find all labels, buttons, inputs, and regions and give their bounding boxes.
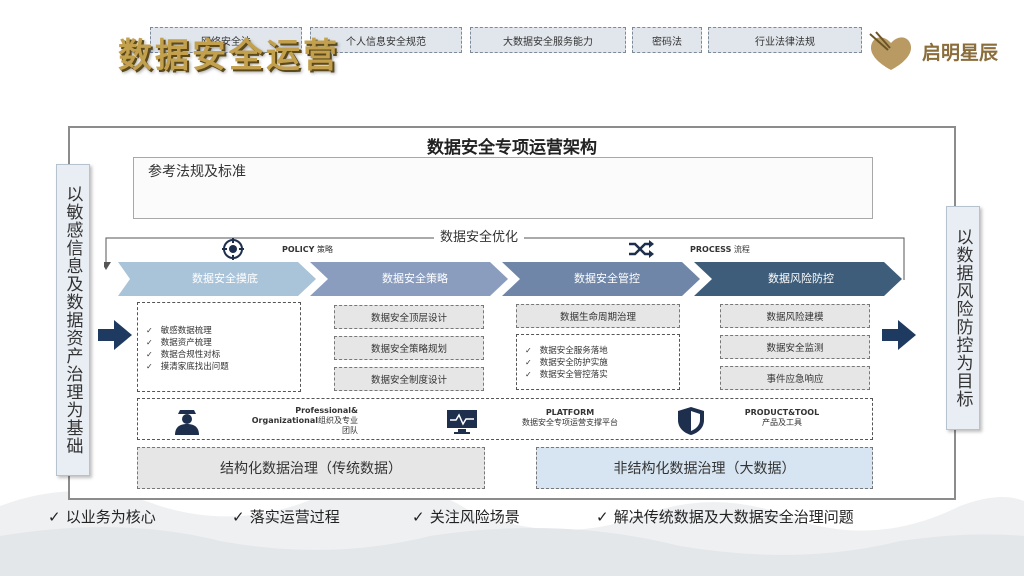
company-logo: 启明星辰: [866, 30, 998, 72]
left-arrow-icon: [98, 320, 132, 350]
logo-text: 启明星辰: [922, 41, 999, 64]
optimization-label: 数据安全优化: [434, 226, 525, 245]
footer-point: 以业务为核心: [48, 506, 156, 527]
control-list: 数据安全服务落地 数据安全防护实施 数据安全管控落实: [525, 345, 608, 381]
team-icon: [175, 410, 199, 435]
unstructured-governance: 非结构化数据治理（大数据）: [536, 447, 873, 489]
support-bar: [137, 398, 873, 440]
regulations-box: 参考法规及标准: [133, 157, 873, 219]
policy-label: POLICY 策略: [282, 245, 333, 254]
footer-point: 落实运营过程: [232, 506, 340, 527]
strategy-item: 数据安全策略规划: [334, 336, 484, 360]
stage-label-1: 数据安全摸底: [192, 272, 258, 285]
list-item: 摸清家底找出问题: [146, 361, 229, 373]
list-item: 数据安全服务落地: [525, 345, 608, 357]
stage-chevrons: [118, 262, 902, 296]
risk-item: 数据安全监测: [720, 335, 870, 359]
list-item: 数据安全管控落实: [525, 369, 608, 381]
product-label: PRODUCT&TOOL 产品及工具: [744, 408, 820, 427]
stage-chevron-4: [694, 262, 902, 296]
page-title: 数据安全运营: [118, 36, 340, 76]
reg-item: 网络安全法: [150, 27, 302, 53]
platform-label: PLATFORM 数据安全专项运营支撑平台: [522, 408, 618, 427]
right-goal-text: 以数据风险防控为目标: [952, 228, 973, 408]
reg-item: 个人信息安全规范: [310, 27, 462, 53]
reg-item: 密码法: [632, 27, 702, 53]
right-goal-box: 以数据风险防控为目标: [946, 206, 980, 430]
right-arrow-icon: [882, 320, 916, 350]
org-label: Professional& Organizational组织及专业团队: [251, 406, 358, 435]
list-item: 敏感数据梳理: [146, 325, 229, 337]
list-item: 数据资产梳理: [146, 337, 229, 349]
stage-chevron-3: [502, 262, 700, 296]
strategy-item: 数据安全制度设计: [334, 367, 484, 391]
strategy-item: 数据安全顶层设计: [334, 305, 484, 329]
footer-point: 解决传统数据及大数据安全治理问题: [596, 506, 854, 527]
shuffle-icon: [629, 240, 654, 258]
regulations-title: 参考法规及标准: [148, 164, 246, 180]
left-foundation-box: 以敏感信息及数据资产治理为基础: [56, 164, 90, 476]
stage-label-2: 数据安全策略: [382, 272, 448, 285]
logo-icon: [869, 31, 912, 70]
frame-title: 数据安全专项运营架构: [427, 138, 597, 158]
stage-chevron-2: [310, 262, 508, 296]
lifecycle-item: 数据生命周期治理: [516, 304, 680, 328]
risk-item: 数据风险建模: [720, 304, 870, 328]
list-item: 数据合规性对标: [146, 349, 229, 361]
policy-icon: [222, 238, 244, 260]
stage-label-3: 数据安全管控: [574, 272, 640, 285]
risk-item: 事件应急响应: [720, 366, 870, 390]
shield-icon: [678, 407, 704, 435]
stage-label-4: 数据风险防控: [768, 272, 834, 285]
control-panel: 数据安全服务落地 数据安全防护实施 数据安全管控落实: [516, 334, 680, 390]
assessment-list: 敏感数据梳理 数据资产梳理 数据合规性对标 摸清家底找出问题: [146, 325, 229, 373]
monitor-icon: [447, 410, 477, 434]
reg-item: 大数据安全服务能力: [470, 27, 626, 53]
process-label: PROCESS 流程: [690, 245, 750, 254]
left-foundation-text: 以敏感信息及数据资产治理为基础: [62, 185, 83, 455]
footer-point: 关注风险场景: [412, 506, 520, 527]
list-item: 数据安全防护实施: [525, 357, 608, 369]
mountain-background: [0, 484, 1024, 576]
stage-chevron-1: [118, 262, 316, 296]
assessment-panel: 敏感数据梳理 数据资产梳理 数据合规性对标 摸清家底找出问题: [137, 302, 301, 392]
structured-governance: 结构化数据治理（传统数据）: [137, 447, 485, 489]
reg-item: 行业法律法规: [708, 27, 862, 53]
